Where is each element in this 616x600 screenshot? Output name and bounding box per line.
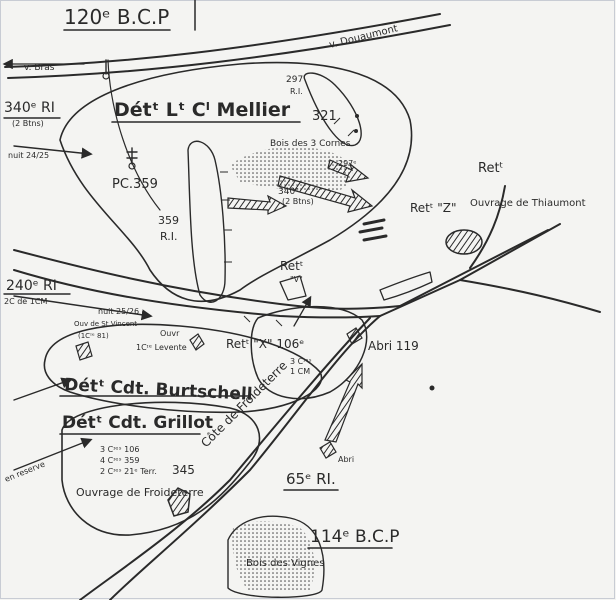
roads xyxy=(4,0,601,600)
label-abri: Abri xyxy=(338,455,354,464)
sector-ticks xyxy=(220,117,355,327)
label-297-c: 297ᵉ xyxy=(338,159,357,168)
label-ret-z: Retᵗ "Z" xyxy=(410,201,457,215)
label-grillot-345: 345 xyxy=(172,463,195,477)
label-bois-3-cornes: Bois des 3 Cornes xyxy=(270,139,351,149)
label-ret-thiaumont: Retᵗ xyxy=(478,161,504,176)
map-dots xyxy=(354,114,435,391)
label-det-grillot: Détᵗ Cdt. Grillot xyxy=(62,413,213,433)
label-ret-v: Retᵗ xyxy=(280,259,303,273)
label-ouvrage-thiaumont: Ouvrage de Thiaumont xyxy=(470,198,586,209)
label-240-ri-nuit: nuit 25/26 xyxy=(98,307,139,316)
label-ouv-levente: Ouvr xyxy=(160,329,180,338)
label-v-bras: v. Bras xyxy=(24,63,55,73)
forts xyxy=(75,229,483,517)
label-340-ri-nuit: nuit 24/25 xyxy=(8,151,49,160)
arrow-340-nuit xyxy=(13,145,93,159)
label-ret-106-l2: 1 CM xyxy=(290,367,310,376)
label-321: 321 xyxy=(312,109,337,124)
arrow-297 xyxy=(327,159,370,183)
label-359: 359 xyxy=(158,214,179,227)
label-297-ri: R.I. xyxy=(290,87,303,96)
pc-marker xyxy=(102,59,138,170)
label-grillot-line1: 3 Cᶦᵉˢ 106 xyxy=(100,445,139,454)
arrow-240-nuit xyxy=(13,295,153,321)
label-ret-106: Retᵗ "X" 106ᵉ xyxy=(226,337,304,351)
unit-arrows xyxy=(2,58,374,471)
arrow-reserve xyxy=(13,437,93,471)
label-340-ri: 340ᵉ RI xyxy=(4,100,55,116)
arrow-burtschell xyxy=(13,377,73,401)
sector-outlines xyxy=(43,61,413,598)
label-340-b: 340ᵉ xyxy=(278,187,299,197)
label-240-ri-sub: 2C de 1CM xyxy=(4,297,47,306)
label-ouvrage-froideterre: Ouvrage de Froideterre xyxy=(76,486,204,499)
label-65-ri: 65ᵉ RI. xyxy=(286,470,336,488)
label-340-ri-sub: (2 Btns) xyxy=(12,119,44,128)
woods xyxy=(230,146,353,592)
label-ouv-levente-2: 1Cᶦᵉ Levente xyxy=(136,343,187,352)
arrow-65 xyxy=(324,362,363,443)
arrow-340b xyxy=(277,175,374,213)
label-120-bcp: 120ᵉ B.C.P xyxy=(64,5,169,29)
underlines xyxy=(3,29,393,549)
label-pc-359: PC.359 xyxy=(112,177,158,192)
label-ouv-st-vincent-2: (1Cᶦᵉ 81) xyxy=(78,332,109,340)
label-abri-119: Abri 119 xyxy=(368,339,419,353)
arrow-106 xyxy=(293,295,312,327)
label-bois-des-vignes: Bois des Vignes xyxy=(246,558,324,569)
label-240-ri: 240ᵉ RI xyxy=(6,278,57,294)
label-ret-106-l1: 3 Cᶦᵉˢ xyxy=(290,357,312,366)
label-ret-v-2: "V" xyxy=(290,275,303,284)
arrow-359 xyxy=(227,194,288,215)
label-grillot-line2: 4 Cᶦᵉˢ 359 xyxy=(100,456,139,465)
label-340-b-sub: (2 Btns) xyxy=(282,197,314,206)
label-ouv-st-vincent: Ouv de St Vincent xyxy=(74,320,137,328)
label-297: 297 xyxy=(286,75,303,85)
label-grillot-line3: 2 Cᶦᵉˢ 21ᵉ Terr. xyxy=(100,467,157,476)
label-det-mellier: Détᵗ Lᵗ Cˡ Mellier xyxy=(114,99,291,121)
label-359-ri: R.I. xyxy=(160,230,178,243)
label-114-bcp: 114ᵉ B.C.P xyxy=(310,527,400,547)
